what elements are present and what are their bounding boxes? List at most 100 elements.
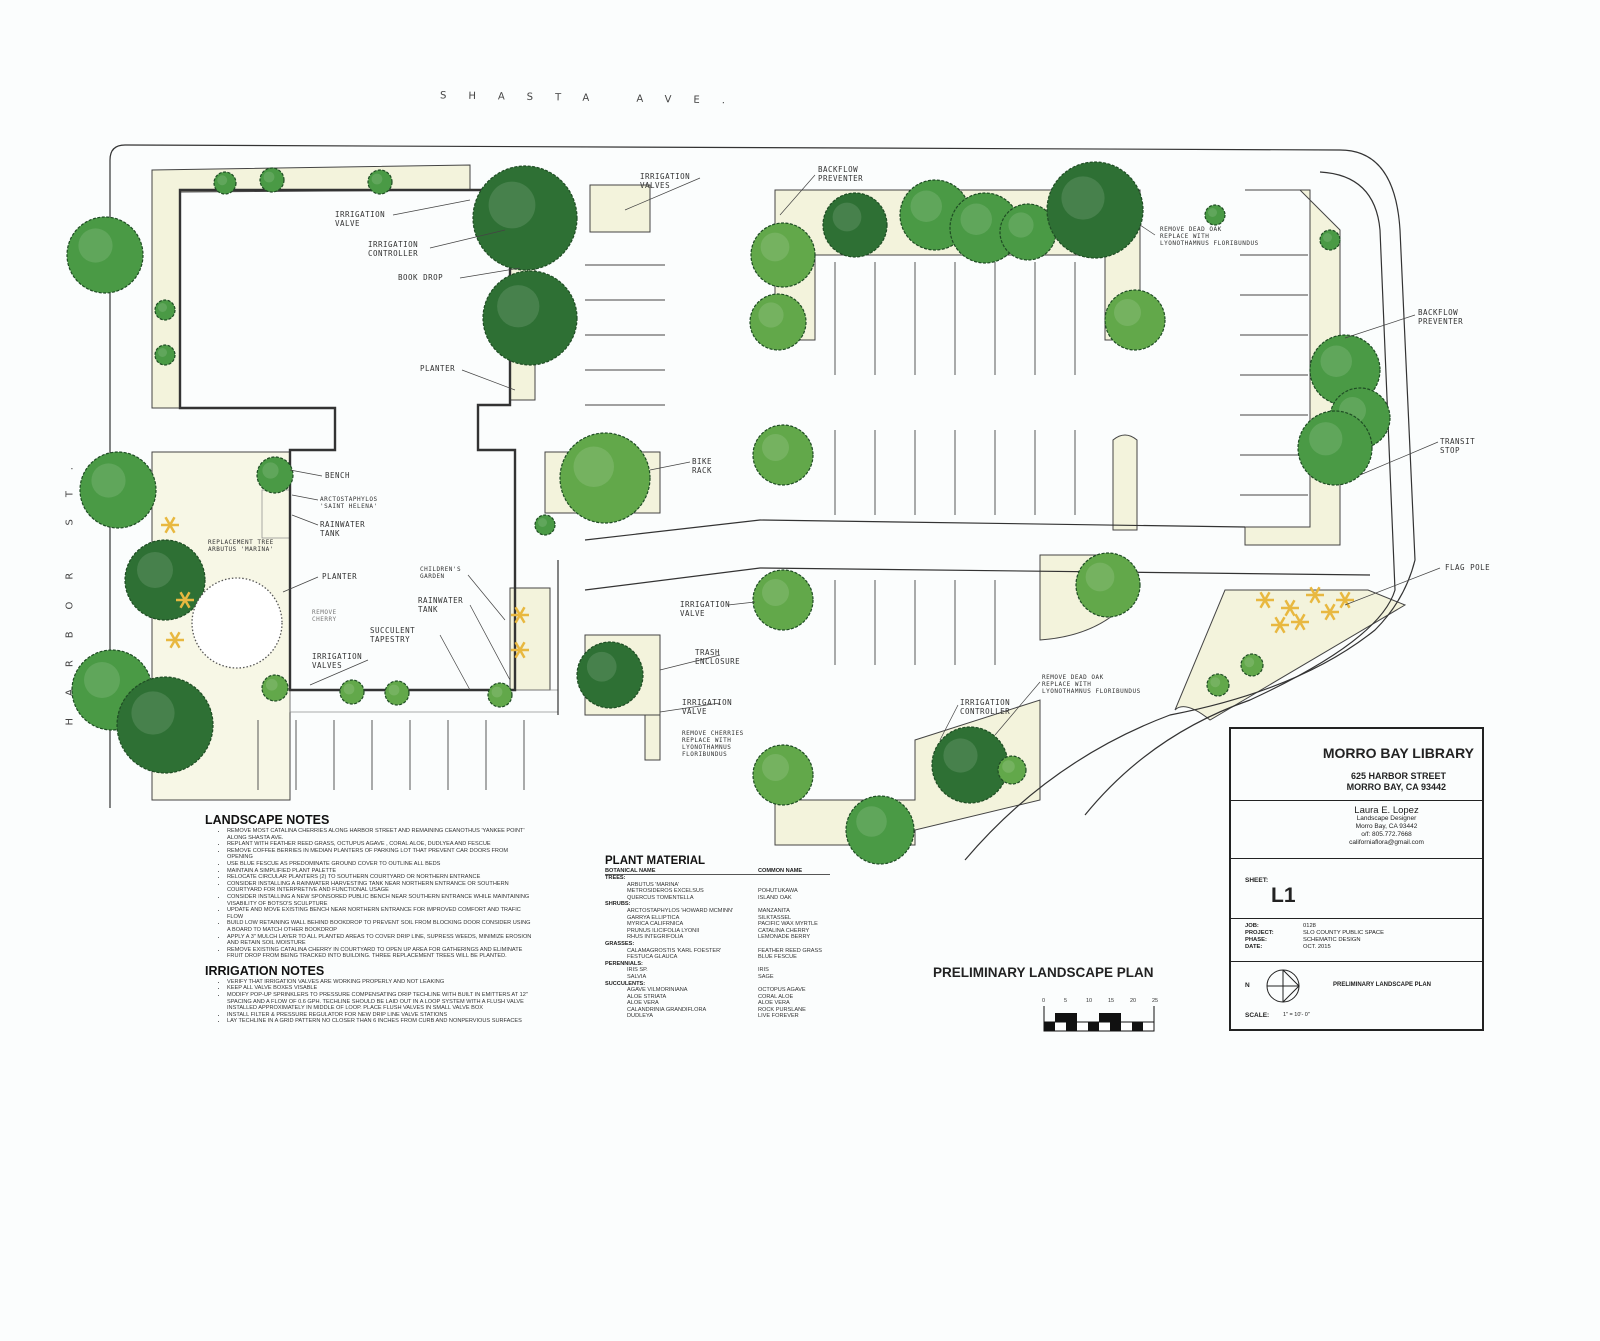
tree-canopy bbox=[822, 192, 888, 258]
south-hatch bbox=[289, 689, 559, 713]
succulent-icon bbox=[1306, 586, 1324, 604]
succulent-leaf bbox=[1313, 594, 1321, 604]
phase-label: PHASE: bbox=[1245, 937, 1267, 943]
tree-icon bbox=[534, 514, 556, 536]
tree-canopy bbox=[154, 299, 176, 321]
succulent-icon bbox=[1256, 591, 1274, 609]
tree-highlight bbox=[1323, 233, 1332, 242]
common-name: POHUTUKAWA bbox=[758, 888, 798, 895]
tree-icon bbox=[384, 680, 410, 706]
tree-canopy bbox=[1204, 204, 1226, 226]
library-building bbox=[178, 188, 517, 692]
sheet-label: SHEET: bbox=[1245, 877, 1269, 884]
tree-canopy bbox=[154, 344, 176, 366]
succulent-icon bbox=[1291, 613, 1309, 631]
tree-canopy bbox=[487, 682, 513, 708]
botanical-name: CALAMAGROSTIS 'KARL FOESTER' bbox=[627, 947, 722, 954]
succulent-leaf bbox=[169, 631, 177, 641]
label-planter-2: PLANTER bbox=[322, 572, 358, 581]
note-item: REMOVE MOST CATALINA CHERRIES ALONG HARB… bbox=[227, 828, 535, 841]
tree-highlight bbox=[538, 518, 547, 527]
note-item: REMOVE COFFEE BERRIES IN MEDIAN PLANTERS… bbox=[227, 848, 535, 861]
label-rainwater-tank: RAINWATER TANK bbox=[320, 520, 366, 538]
notes-section: LANDSCAPE NOTES REMOVE MOST CATALINA CHE… bbox=[205, 813, 535, 1029]
designer-name: Laura E. Lopez bbox=[1354, 805, 1419, 816]
label-irrigation-valve-3: IRRIGATION VALVE bbox=[680, 600, 731, 618]
tree-icon bbox=[487, 682, 513, 708]
note-item: INSTALL FILTER & PRESSURE REGULATOR FOR … bbox=[227, 1012, 535, 1019]
phase-value: SCHEMATIC DESIGN bbox=[1303, 937, 1361, 943]
curb-line bbox=[1084, 171, 1396, 816]
bed-median-1 bbox=[1112, 434, 1138, 531]
note-item: USE BLUE FESCUE AS PREDOMINATE GROUND CO… bbox=[227, 861, 535, 868]
botanical-name: ALOE VERA bbox=[627, 1000, 659, 1007]
succulent-leaf bbox=[164, 524, 172, 534]
label-transit-stop: TRANSIT STOP bbox=[1440, 437, 1476, 455]
scale-tick-label: 15 bbox=[1108, 998, 1115, 1004]
job-value: 0128 bbox=[1303, 923, 1316, 929]
label-bike-rack: BIKE RACK bbox=[692, 457, 713, 475]
tree-icon bbox=[79, 451, 157, 529]
common-name: OCTOPUS AGAVE bbox=[758, 987, 806, 994]
botanical-name: SALVIA bbox=[627, 973, 647, 980]
tree-icon bbox=[1309, 334, 1381, 406]
plant-category: PERENNIALS: bbox=[605, 960, 643, 967]
scale-tick-label: 20 bbox=[1130, 998, 1137, 1004]
note-item: VERIFY THAT IRRIGATION VALVES ARE WORKIN… bbox=[227, 979, 535, 986]
succulent-leaf bbox=[514, 649, 522, 659]
succulent-leaf bbox=[1288, 599, 1296, 609]
tree-highlight bbox=[573, 446, 614, 487]
tree-highlight bbox=[762, 434, 789, 461]
succulent-leaf bbox=[1294, 613, 1302, 623]
common-name: MANZANITA bbox=[758, 907, 790, 914]
tree-canopy bbox=[79, 451, 157, 529]
tree-highlight bbox=[137, 552, 173, 588]
property-lines bbox=[109, 144, 1416, 861]
label-book-drop: BOOK DROP bbox=[398, 273, 444, 282]
succulent-leaf bbox=[1259, 591, 1267, 601]
address-line-2: MORRO BAY, CA 93442 bbox=[1346, 782, 1446, 792]
botanical-name: CALANDRINIA GRANDIFLORA bbox=[627, 1006, 707, 1013]
tree-icon bbox=[1104, 289, 1166, 351]
tree-highlight bbox=[371, 173, 383, 185]
tree-canopy bbox=[116, 676, 214, 774]
tree-highlight bbox=[158, 303, 167, 312]
tree-canopy bbox=[1075, 552, 1141, 618]
tree-highlight bbox=[491, 686, 503, 698]
succulent-leaf bbox=[518, 649, 526, 659]
tree-canopy bbox=[576, 641, 644, 709]
note-item: MODIFY POP-UP SPRINKLERS TO PRESSURE COM… bbox=[227, 992, 535, 1012]
tree-highlight bbox=[910, 190, 942, 222]
tree-highlight bbox=[1008, 212, 1034, 238]
succulent-icon bbox=[176, 591, 194, 609]
succulent-leaf bbox=[1298, 621, 1306, 631]
tree-icon bbox=[999, 203, 1057, 261]
landscape-notes-list: REMOVE MOST CATALINA CHERRIES ALONG HARB… bbox=[205, 828, 535, 960]
succulent-leaf bbox=[1309, 594, 1317, 604]
common-name: LIVE FOREVER bbox=[758, 1013, 799, 1020]
succulent-icon bbox=[166, 631, 184, 649]
project-label: PROJECT: bbox=[1245, 930, 1274, 936]
tree-canopy bbox=[66, 216, 144, 294]
succulent-leaf bbox=[173, 639, 181, 649]
tree-highlight bbox=[1061, 176, 1105, 220]
label-flag-pole: FLAG POLE bbox=[1445, 563, 1491, 572]
tree-canopy bbox=[1206, 673, 1230, 697]
botanical-name: METROSIDEROS EXCELSUS bbox=[627, 888, 704, 895]
succulent-flowers bbox=[161, 516, 1354, 659]
tree-canopy bbox=[472, 165, 578, 271]
common-name: CATALINA CHERRY bbox=[758, 927, 810, 934]
note-item: UPDATE AND MOVE EXISTING BENCH NEAR NORT… bbox=[227, 907, 535, 920]
plant-table-header: BOTANICAL NAME COMMON NAME bbox=[605, 868, 830, 875]
drawing-title: PRELIMINARY LANDSCAPE PLAN bbox=[1333, 982, 1432, 988]
tree-highlight bbox=[1210, 677, 1221, 688]
scale-label: SCALE: bbox=[1245, 1012, 1270, 1019]
north-scale-section: N PRELIMINARY LANDSCAPE PLAN SCALE: 1" =… bbox=[1231, 962, 1482, 1028]
succulent-leaf bbox=[1274, 624, 1282, 634]
